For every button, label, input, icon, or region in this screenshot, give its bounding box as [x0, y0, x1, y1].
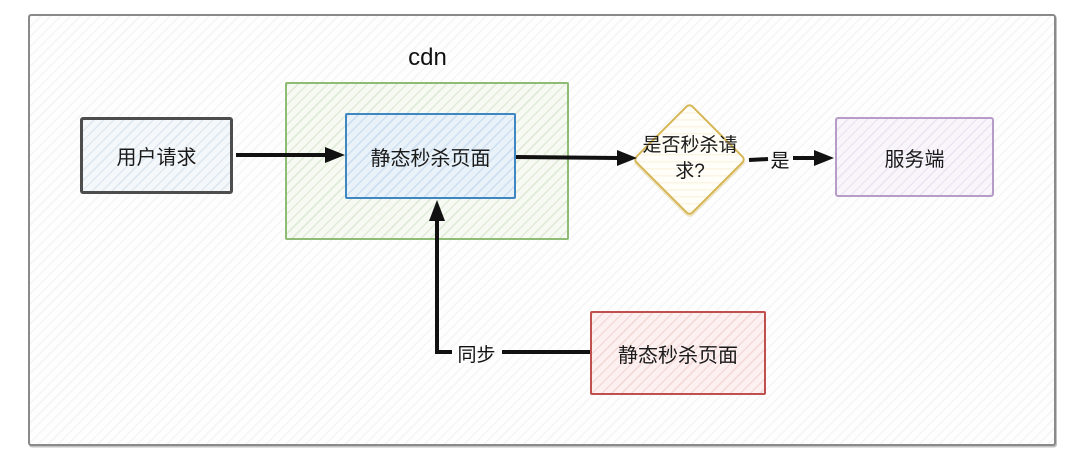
node-server-label: 服务端	[884, 148, 945, 171]
node-cdn-static-page: 静态秒杀页面	[345, 113, 516, 199]
node-user-request-label: 用户请求	[116, 147, 197, 169]
node-origin-static-page: 静态秒杀页面	[590, 311, 766, 395]
edge-label-sync: 同步	[457, 345, 496, 366]
node-seckill-decision-label: 是否秒杀请求?	[642, 135, 738, 182]
node-cdn-static-page-label: 静态秒杀页面	[370, 147, 491, 170]
node-server: 服务端	[835, 117, 994, 197]
cdn-group	[285, 82, 569, 240]
edge-label-yes: 是	[770, 151, 790, 172]
node-user-request: 用户请求	[80, 117, 233, 194]
node-origin-static-page-label: 静态秒杀页面	[618, 344, 738, 367]
cdn-group-label: cdn	[408, 44, 447, 71]
